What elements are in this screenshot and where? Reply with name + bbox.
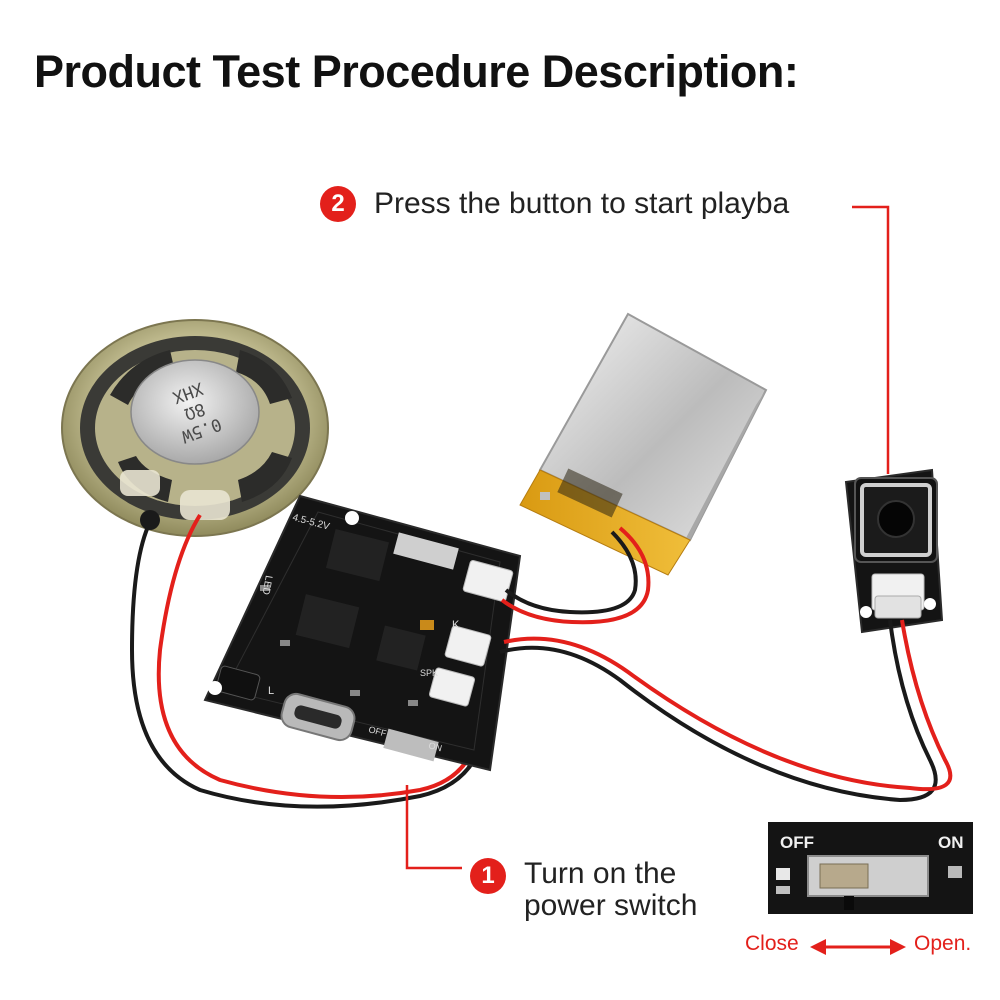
open-label: Open. bbox=[914, 932, 972, 955]
board-on-label: ON bbox=[427, 740, 443, 753]
callout-line-1 bbox=[405, 785, 462, 870]
board-k-label: K bbox=[452, 619, 460, 631]
board-off-label: OFF bbox=[367, 724, 387, 738]
step-2: 2 Press the button to start playba bbox=[320, 186, 789, 222]
close-label: Close bbox=[745, 932, 799, 955]
step-1-line-1: Turn on the bbox=[524, 857, 677, 890]
step-1: 1 Turn on the power switch bbox=[470, 858, 697, 922]
step-1-badge: 1 bbox=[470, 858, 506, 894]
board-l-label: L bbox=[268, 685, 274, 697]
double-arrow-icon bbox=[810, 939, 906, 955]
switch-closeup-inset: OFF ON bbox=[768, 822, 973, 914]
inset-off-label: OFF bbox=[780, 833, 814, 852]
control-board: 4.5-5.2V LED L K SPK OFF ON bbox=[203, 494, 522, 772]
page-title: Product Test Procedure Description: bbox=[34, 46, 799, 97]
callout-line-2 bbox=[852, 205, 890, 474]
step-1-line-2: power switch bbox=[524, 889, 698, 922]
speaker: 0.5W 8Ω XHX bbox=[61, 319, 329, 537]
board-led-label: LED bbox=[260, 574, 274, 595]
inset-on-label: ON bbox=[938, 833, 964, 852]
step-2-badge: 2 bbox=[320, 186, 356, 222]
battery bbox=[519, 312, 768, 576]
board-spk-label: SPK bbox=[420, 668, 438, 678]
step-1-text: Turn on the power switch bbox=[524, 858, 697, 922]
step-2-text: Press the button to start playba bbox=[374, 187, 790, 220]
push-button-module bbox=[844, 468, 944, 634]
